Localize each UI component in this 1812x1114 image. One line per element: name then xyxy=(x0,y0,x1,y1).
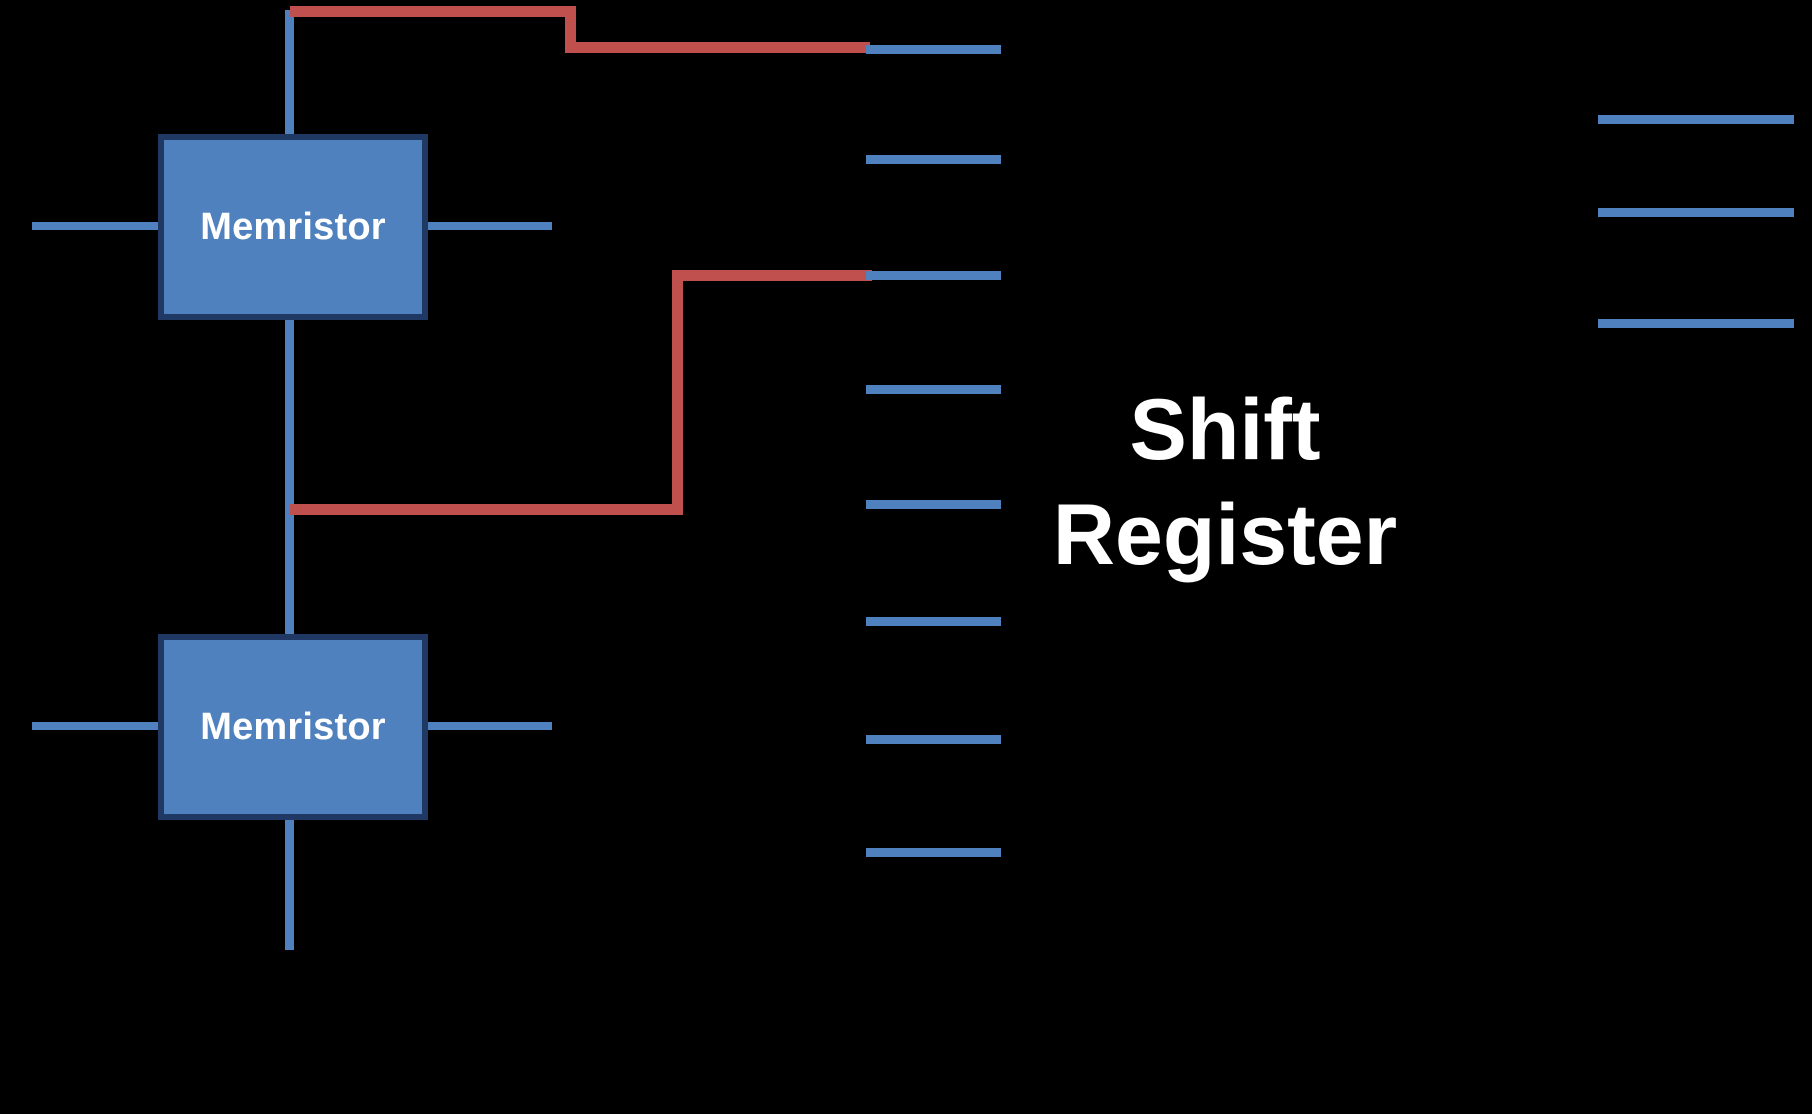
shift-register-cell-5 xyxy=(866,500,1001,509)
shift-register-output-cell-1 xyxy=(1598,115,1794,124)
wire-top-block-terminal-up xyxy=(285,10,294,136)
wire-top-block-terminal-left xyxy=(32,222,160,230)
shift-register-cell-8 xyxy=(866,848,1001,857)
shift-register-cell-2 xyxy=(866,155,1001,164)
wire-bottom-block-terminal-up xyxy=(285,508,294,636)
shift-register-cell-7 xyxy=(866,735,1001,744)
shift-register-output-cell-3 xyxy=(1598,319,1794,328)
wire-top-block-terminal-right xyxy=(426,222,552,230)
shift-register-cell-1 xyxy=(866,45,1001,54)
shift-register-output-cell-2 xyxy=(1598,208,1794,217)
wire-red-path-2-horizontal-bottom xyxy=(290,504,682,515)
wire-red-path-1-vertical-step xyxy=(565,6,576,52)
wire-red-path-1-horizontal-bottom xyxy=(565,42,870,53)
memristor-block-bottom[interactable]: Memristor xyxy=(158,634,428,820)
memristor-block-bottom-label: Memristor xyxy=(200,705,386,748)
memristor-block-top[interactable]: Memristor xyxy=(158,134,428,320)
wire-bottom-block-terminal-right xyxy=(426,722,552,730)
wire-red-path-1-horizontal-top xyxy=(290,6,575,17)
wire-bottom-block-terminal-left xyxy=(32,722,160,730)
wire-red-path-2-horizontal-top xyxy=(672,270,872,281)
wire-red-path-2-vertical-step xyxy=(672,270,683,515)
shift-register-label: Shift Register xyxy=(1052,382,1398,583)
wire-top-block-terminal-down xyxy=(285,318,294,510)
memristor-block-top-label: Memristor xyxy=(200,205,386,248)
wire-bottom-block-terminal-down xyxy=(285,818,294,950)
shift-register-cell-4 xyxy=(866,385,1001,394)
shift-register-cell-6 xyxy=(866,617,1001,626)
shift-register-cell-3 xyxy=(866,271,1001,280)
